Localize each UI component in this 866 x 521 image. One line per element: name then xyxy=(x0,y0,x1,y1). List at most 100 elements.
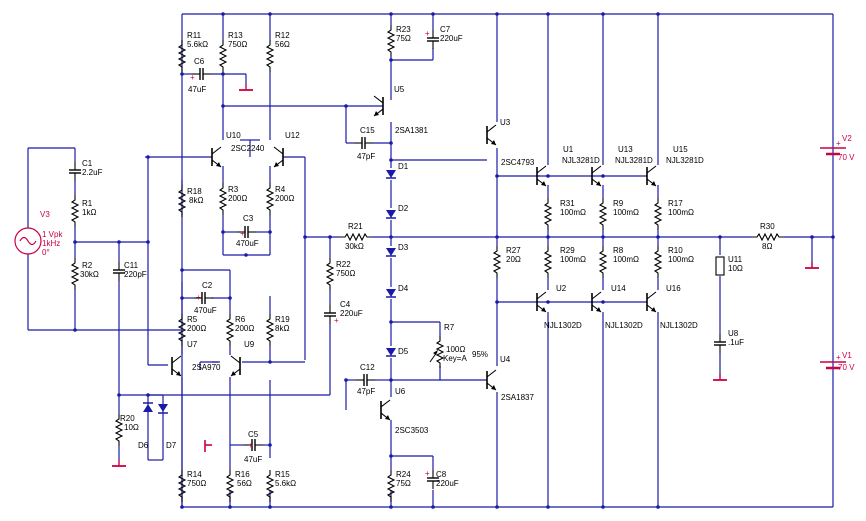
label-C2-ref: C2 xyxy=(202,281,213,290)
label-U15-ref: U15 xyxy=(673,145,688,154)
label-D5-ref: D5 xyxy=(398,347,409,356)
label-V2-val: 70 V xyxy=(838,153,855,162)
svg-text:+: + xyxy=(334,316,339,325)
label-R8-val: 100mΩ xyxy=(613,255,639,264)
label-U13-val: NJL3281D xyxy=(615,156,653,165)
label-R31-val: 100mΩ xyxy=(560,208,586,217)
label-V3-l3: 0° xyxy=(42,248,50,257)
label-R7-val: 100Ω xyxy=(446,345,465,354)
label-R30-val: 8Ω xyxy=(762,242,772,251)
label-pot-key: Key=A xyxy=(443,354,467,363)
label-V3-l1: 1 Vpk xyxy=(42,230,63,239)
label-R17-ref: R17 xyxy=(668,199,683,208)
label-R4-val: 200Ω xyxy=(275,194,294,203)
label-R30-ref: R30 xyxy=(760,222,775,231)
label-U14-ref: U14 xyxy=(611,284,626,293)
label-C12-ref: C12 xyxy=(360,363,375,372)
label-R11-ref: R11 xyxy=(187,31,202,40)
label-R29-ref: R29 xyxy=(560,246,575,255)
label-C4-ref: C4 xyxy=(340,300,351,309)
label-R9-val: 100mΩ xyxy=(613,208,639,217)
label-U3-ref: U3 xyxy=(500,118,511,127)
label-R10-val: 100mΩ xyxy=(668,255,694,264)
label-R10-ref: R10 xyxy=(668,246,683,255)
label-U11-val: 10Ω xyxy=(728,264,743,273)
label-R12-val: 56Ω xyxy=(275,40,290,49)
label-C4-val: 220uF xyxy=(340,309,363,318)
label-R27-ref: R27 xyxy=(506,246,521,255)
label-D2-ref: D2 xyxy=(398,204,409,213)
label-R13-ref: R13 xyxy=(228,31,243,40)
label-U4-val: 2SA1837 xyxy=(501,393,534,402)
label-U7-val: 2SA970 xyxy=(192,363,221,372)
label-R14-ref: R14 xyxy=(187,470,202,479)
label-R19-ref: R19 xyxy=(275,315,290,324)
label-C2-val: 470uF xyxy=(194,306,217,315)
label-R1-val: 1kΩ xyxy=(82,208,96,217)
label-R24-ref: R24 xyxy=(396,470,411,479)
label-R23-val: 75Ω xyxy=(396,34,411,43)
label-R6-ref: R6 xyxy=(235,315,246,324)
label-U10-ref: U10 xyxy=(226,131,241,140)
label-U8-ref: U8 xyxy=(728,329,739,338)
svg-text:+: + xyxy=(836,139,841,148)
component-labels: R11 5.6kΩ R13 750Ω R12 56Ω R23 75Ω C7 22… xyxy=(40,25,855,488)
svg-text:+: + xyxy=(836,353,841,362)
label-R20-val: 10Ω xyxy=(124,423,139,432)
label-C7-ref: C7 xyxy=(440,25,451,34)
label-D1-ref: D1 xyxy=(398,162,409,171)
label-U2-val: NJL1302D xyxy=(544,321,582,330)
label-C5-ref: C5 xyxy=(248,430,259,439)
label-R4-ref: R4 xyxy=(275,185,286,194)
label-C8-val: 220uF xyxy=(436,479,459,488)
label-R31-ref: R31 xyxy=(560,199,575,208)
label-U12-ref: U12 xyxy=(285,131,300,140)
label-R5-val: 200Ω xyxy=(187,324,206,333)
label-U3-val: 2SC4793 xyxy=(501,158,535,167)
label-R5-ref: R5 xyxy=(187,315,198,324)
label-C7-val: 220uF xyxy=(440,34,463,43)
label-U1-ref: U1 xyxy=(563,145,574,154)
label-V3-l2: 1kHz xyxy=(42,239,60,248)
label-R14-val: 750Ω xyxy=(187,479,206,488)
label-C1-val: 2.2uF xyxy=(82,168,103,177)
wiring xyxy=(27,13,834,508)
label-R27-val: 20Ω xyxy=(506,255,521,264)
label-U10-val: 2SC2240 xyxy=(231,144,265,153)
svg-text:+: + xyxy=(425,29,430,38)
label-D3-ref: D3 xyxy=(398,243,409,252)
label-R15-val: 5.6kΩ xyxy=(275,479,296,488)
label-pot-pct: 95% xyxy=(472,350,488,359)
label-C15-val: 47pF xyxy=(357,152,375,161)
label-R23-ref: R23 xyxy=(396,25,411,34)
label-C5-val: 47uF xyxy=(244,455,262,464)
polarity-marks: + + + + + + + + + xyxy=(190,29,841,478)
label-R17-val: 100mΩ xyxy=(668,208,694,217)
label-U2-ref: U2 xyxy=(556,284,567,293)
label-R2-val: 30kΩ xyxy=(80,270,99,279)
label-U5b-val: 2SA1381 xyxy=(395,126,428,135)
label-R16-ref: R16 xyxy=(235,470,250,479)
label-R12-ref: R12 xyxy=(275,31,290,40)
label-R2-ref: R2 xyxy=(82,261,93,270)
label-U9-ref: U9 xyxy=(244,340,255,349)
label-C6-ref: C6 xyxy=(194,57,205,66)
label-U15-val: NJL3281D xyxy=(666,156,704,165)
label-U13-ref: U13 xyxy=(618,145,633,154)
label-C11-val: 220pF xyxy=(124,270,147,279)
label-C3-val: 470uF xyxy=(236,239,259,248)
label-U4-ref: U4 xyxy=(500,355,511,364)
label-D7-ref: D7 xyxy=(166,441,177,450)
label-U16-val: NJL1302D xyxy=(660,321,698,330)
label-D4-ref: D4 xyxy=(398,284,409,293)
label-R20-ref: R20 xyxy=(120,414,135,423)
label-U6-ref: U6 xyxy=(395,387,406,396)
label-R18-ref: R18 xyxy=(187,187,202,196)
label-V2-ref: V2 xyxy=(842,134,852,143)
label-C15-ref: C15 xyxy=(360,126,375,135)
label-R22-ref: R22 xyxy=(336,260,351,269)
svg-text:+: + xyxy=(248,441,253,450)
junctions xyxy=(73,12,835,509)
svg-text:+: + xyxy=(240,229,245,238)
